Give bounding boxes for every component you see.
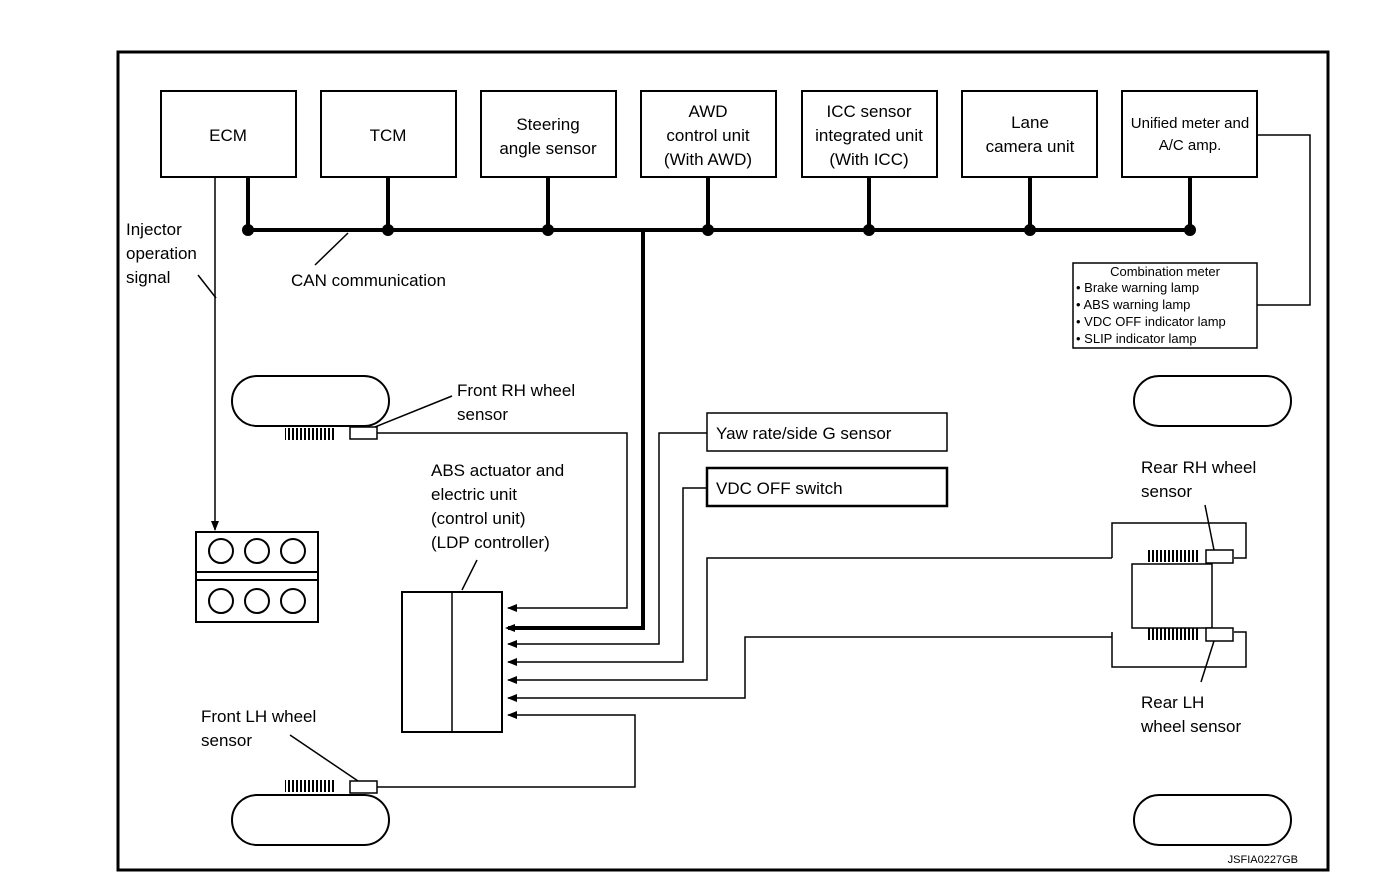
front-rh-wheel [231,375,390,427]
front-lh-wire [377,711,636,788]
wheels [231,375,1292,846]
front-rh-sensor [349,426,378,440]
front-rh-leader [374,395,453,428]
icc-box [801,90,938,178]
rear-rh-wire [507,557,1112,684]
rear-rh-tone-ring [1146,550,1198,562]
meter-box [1121,90,1258,178]
rear-axle [1111,522,1247,668]
combination-meter-item: • SLIP indicator lamp [1076,331,1197,346]
vdc-off-switch-box [705,466,949,508]
engine-block [195,531,319,623]
rear-lh-wire [507,636,1112,702]
abs-leader [461,559,478,591]
tcm-box [320,90,457,178]
can-nodes [242,224,1196,236]
combination-meter-item: • ABS warning lamp [1076,297,1190,312]
front-lh-tone-ring [285,780,335,792]
injector-leader [197,274,217,299]
rear-lh-leader [1200,640,1215,683]
rear-rh-leader [1204,504,1215,551]
rear-lh-tone-ring [1146,628,1198,640]
tcm-label: TCM [370,126,407,145]
can-label: CAN communication [291,271,446,290]
combination-meter-text: Combination meter • Brake warning lamp •… [1076,264,1226,346]
front-lh-wheel [231,794,390,846]
rear-rh-sensor [1205,549,1234,564]
unit-boxes [160,90,1258,178]
lane-box [961,90,1098,178]
figure-code: JSFIA0227GB [1228,854,1298,866]
meter-connection [1257,134,1311,306]
combination-meter-item: • VDC OFF indicator lamp [1076,314,1226,329]
yaw-label: Yaw rate/side G sensor [716,424,892,443]
combination-meter-item: • Brake warning lamp [1076,280,1199,295]
combination-meter-box [1072,262,1258,349]
ecm-box [160,90,297,178]
combination-meter-title: Combination meter [1110,264,1220,279]
ecm-label: ECM [209,126,247,145]
front-lh-leader [289,734,359,782]
front-rh-wire [377,432,628,612]
front-rh-tone-ring [285,428,335,440]
steering-box [480,90,617,178]
outer-frame [116,50,1330,872]
vdc-off-label: VDC OFF switch [716,479,843,498]
vdc-off-wire [507,487,707,666]
rear-lh-sensor [1205,627,1234,642]
rear-rh-wheel [1133,375,1292,427]
yaw-sensor-box [706,412,948,452]
rear-lh-wheel [1133,794,1292,846]
front-lh-sensor [349,780,378,794]
yaw-wire [507,432,707,648]
can-leader [314,232,349,266]
